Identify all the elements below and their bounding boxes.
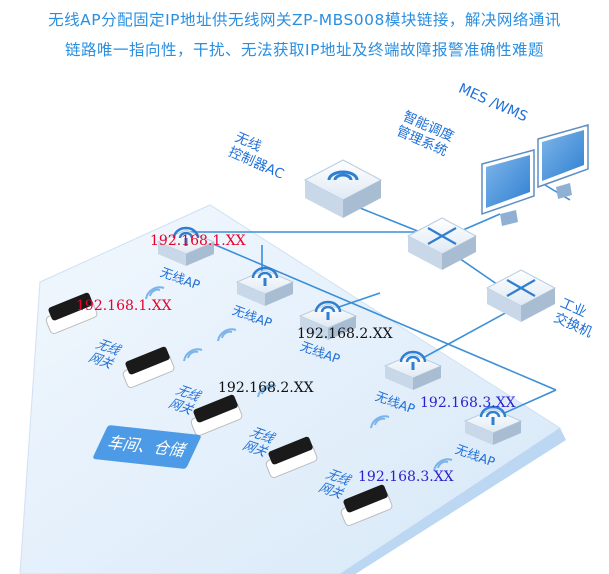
ap-2 <box>235 266 295 306</box>
ip-label-6: 192.168.3.XX <box>358 469 454 485</box>
ap-3 <box>298 300 358 340</box>
gateway-2 <box>122 346 175 388</box>
ap-5 <box>463 405 523 445</box>
ac-controller <box>303 159 383 218</box>
ap-4 <box>383 350 443 390</box>
title-line-1: 无线AP分配固定IP地址供无线网关ZP-MBS008模块链接，解决网络通讯 <box>48 11 561 29</box>
gateway-devices <box>45 292 393 526</box>
floor-edge <box>20 428 566 574</box>
industrial-switch <box>485 269 557 322</box>
ip-label-1: 192.168.1.XX <box>150 233 246 249</box>
monitor-2 <box>537 124 589 199</box>
wifi-signal-icons <box>145 286 453 472</box>
ip-label-5: 192.168.3.XX <box>420 395 516 411</box>
ip-label-4: 192.168.2.XX <box>218 380 314 396</box>
gateway-1 <box>45 292 98 334</box>
ap-devices <box>156 226 523 445</box>
title-line-2: 链路唯一指向性，干扰、无法获取IP地址及终端故障报警准确性难题 <box>65 41 544 59</box>
ip-label-2: 192.168.1.XX <box>76 298 172 314</box>
gateway-5 <box>340 484 393 526</box>
gateway-3 <box>190 394 243 436</box>
ip-label-3: 192.168.2.XX <box>297 326 393 342</box>
ap-1 <box>156 226 216 266</box>
gateway-4 <box>265 436 318 478</box>
core-switch <box>406 217 478 270</box>
monitor-1 <box>481 149 535 226</box>
